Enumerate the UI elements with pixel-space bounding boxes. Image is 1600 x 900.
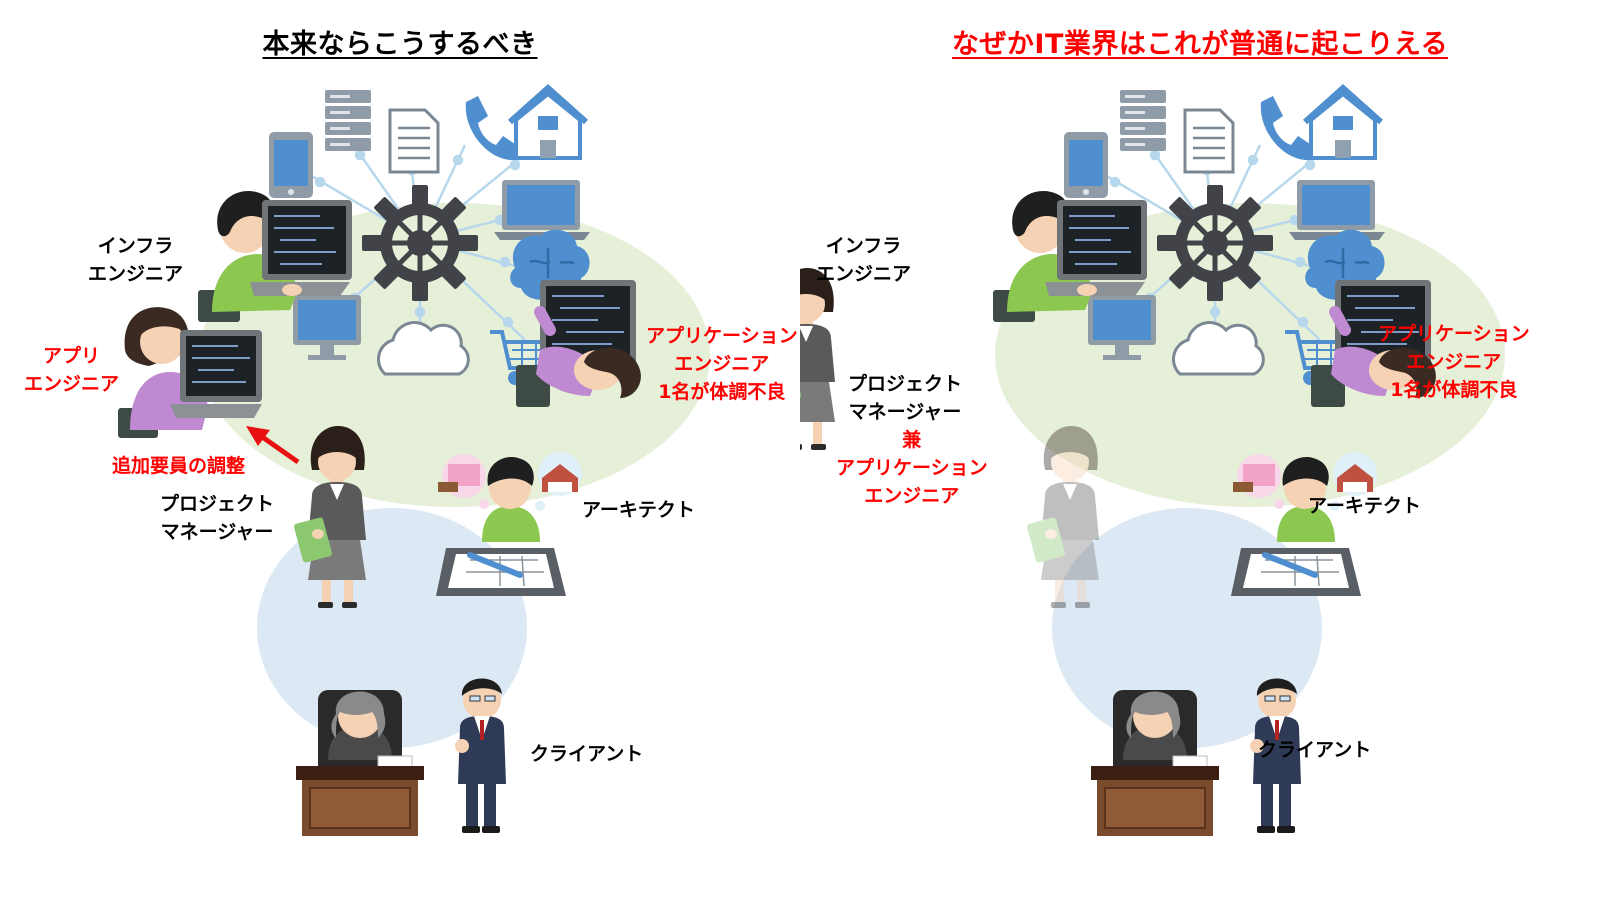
project-manager-label: プロジェクト マネージャー — [848, 373, 963, 423]
project-manager-label: プロジェクト マネージャー — [160, 493, 275, 543]
appli-engineer-label: アプリ エンジニア — [24, 345, 120, 395]
ideal-scenario-panel: 本来ならこうするべき インフラ エンジニア アプリ エンジニア アプリケーション… — [24, 0, 800, 838]
client-label: クライアント — [530, 743, 644, 765]
infra-engineer-label: インフラ エンジニア — [88, 235, 184, 285]
adjust-label: 追加要員の調整 — [112, 455, 246, 477]
architect-label: アーキテクト — [582, 499, 695, 521]
actual-scenario-panel: なぜかIT業界はこれが普通に起こりえる インフラ エンジニア プロジェクト マネ… — [800, 0, 1600, 900]
sick-engineer-label: アプリケーション エンジニア 1名が体調不良 — [646, 325, 798, 403]
ideal-scenario-illustration — [117, 0, 800, 838]
arrow-icon — [246, 426, 300, 465]
project-manager-figure — [800, 268, 835, 450]
architect-label: アーキテクト — [1308, 495, 1421, 517]
client-label: クライアント — [1258, 739, 1372, 761]
infra-engineer-label: インフラ エンジニア — [816, 235, 912, 285]
sick-engineer-label: アプリケーション エンジニア 1名が体調不良 — [1378, 323, 1530, 401]
panel-title: 本来ならこうするべき — [262, 29, 538, 60]
pm-dual-role-label: 兼 アプリケーション エンジニア — [836, 429, 988, 507]
panel-title: なぜかIT業界はこれが普通に起こりえる — [951, 29, 1449, 60]
client-figure — [294, 676, 508, 838]
